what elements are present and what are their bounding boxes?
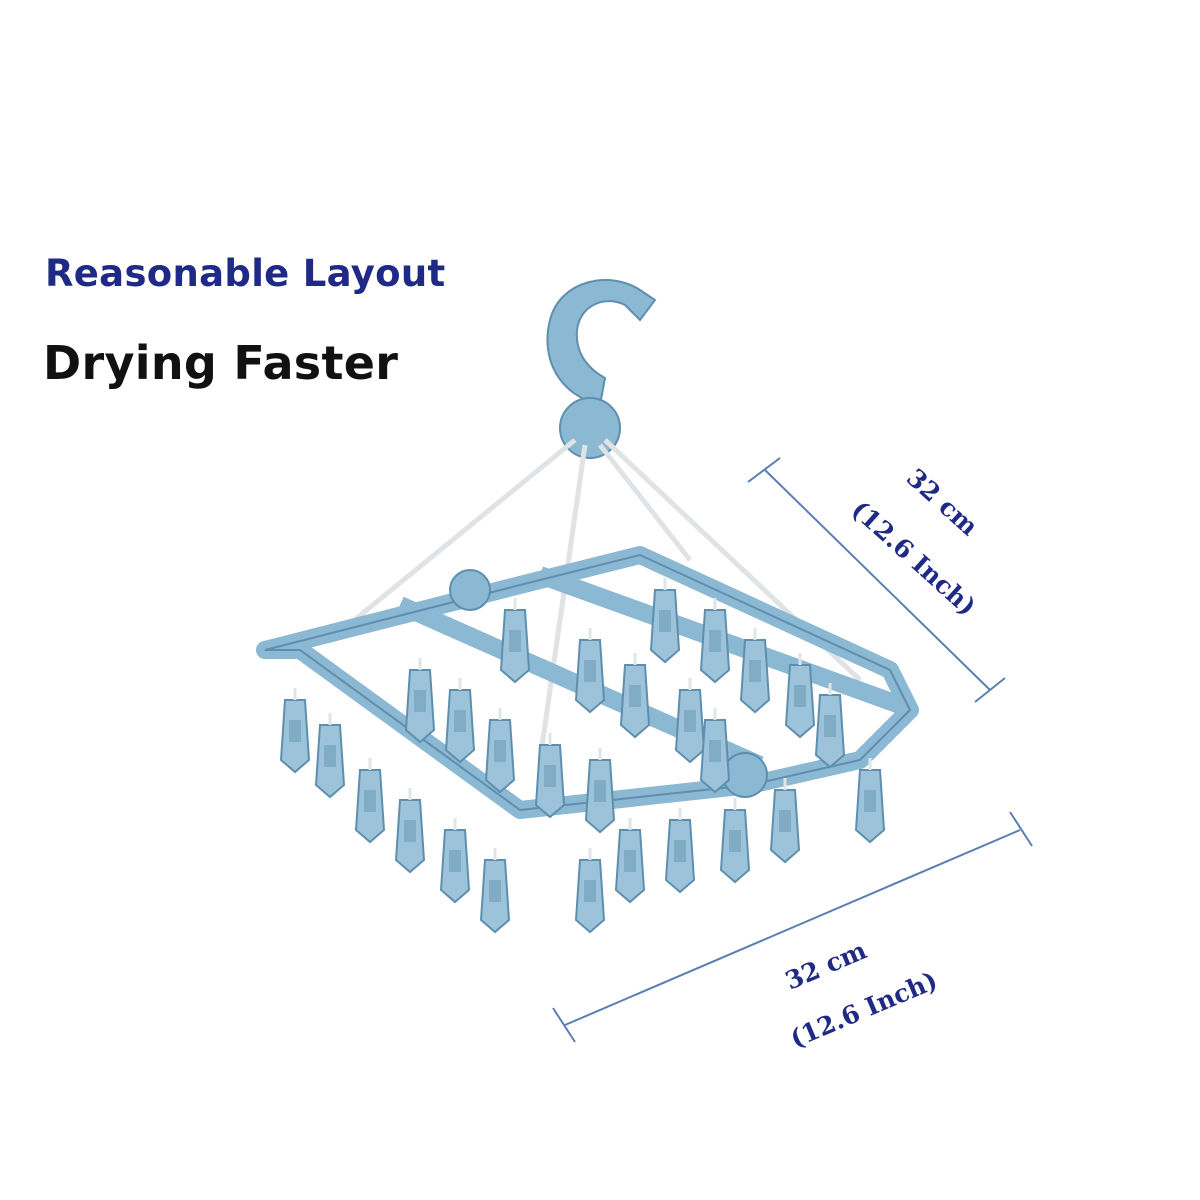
dimension-width-value: 32 cm [781,936,871,996]
headline-reasonable-layout: Reasonable Layout [45,252,446,295]
dimension-line-depth [747,457,1006,703]
hook-icon [546,279,657,459]
hinge-icon [449,569,491,611]
dimension-depth-value: 32 cm [901,463,984,542]
headline-drying-faster: Drying Faster [43,336,399,390]
dimension-line-width [552,811,1033,1043]
